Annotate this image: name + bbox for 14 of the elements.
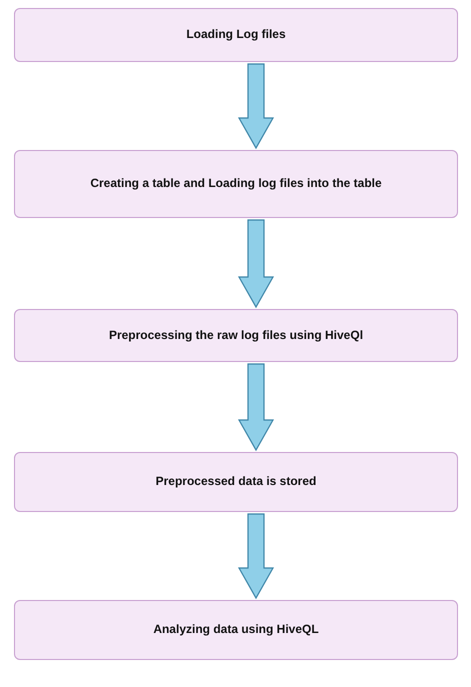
block-arrow — [238, 513, 274, 600]
process-box — [14, 150, 458, 218]
step-text: Preprocessing the raw log files using HiveQl — [108, 326, 364, 344]
block-arrow — [238, 63, 274, 150]
process-box — [14, 452, 458, 512]
step-text: Creating a table and Loading log files into the table — [90, 175, 382, 192]
process-box — [14, 600, 458, 660]
process-box — [14, 309, 458, 362]
block-arrow — [238, 363, 274, 452]
step-text: Preprocessed data is stored — [156, 473, 316, 490]
block-arrow — [238, 219, 274, 308]
step-text: Analyzing data using HiveQL — [153, 621, 319, 638]
step-text: Loading Log files — [186, 26, 286, 44]
process-box — [14, 8, 458, 62]
